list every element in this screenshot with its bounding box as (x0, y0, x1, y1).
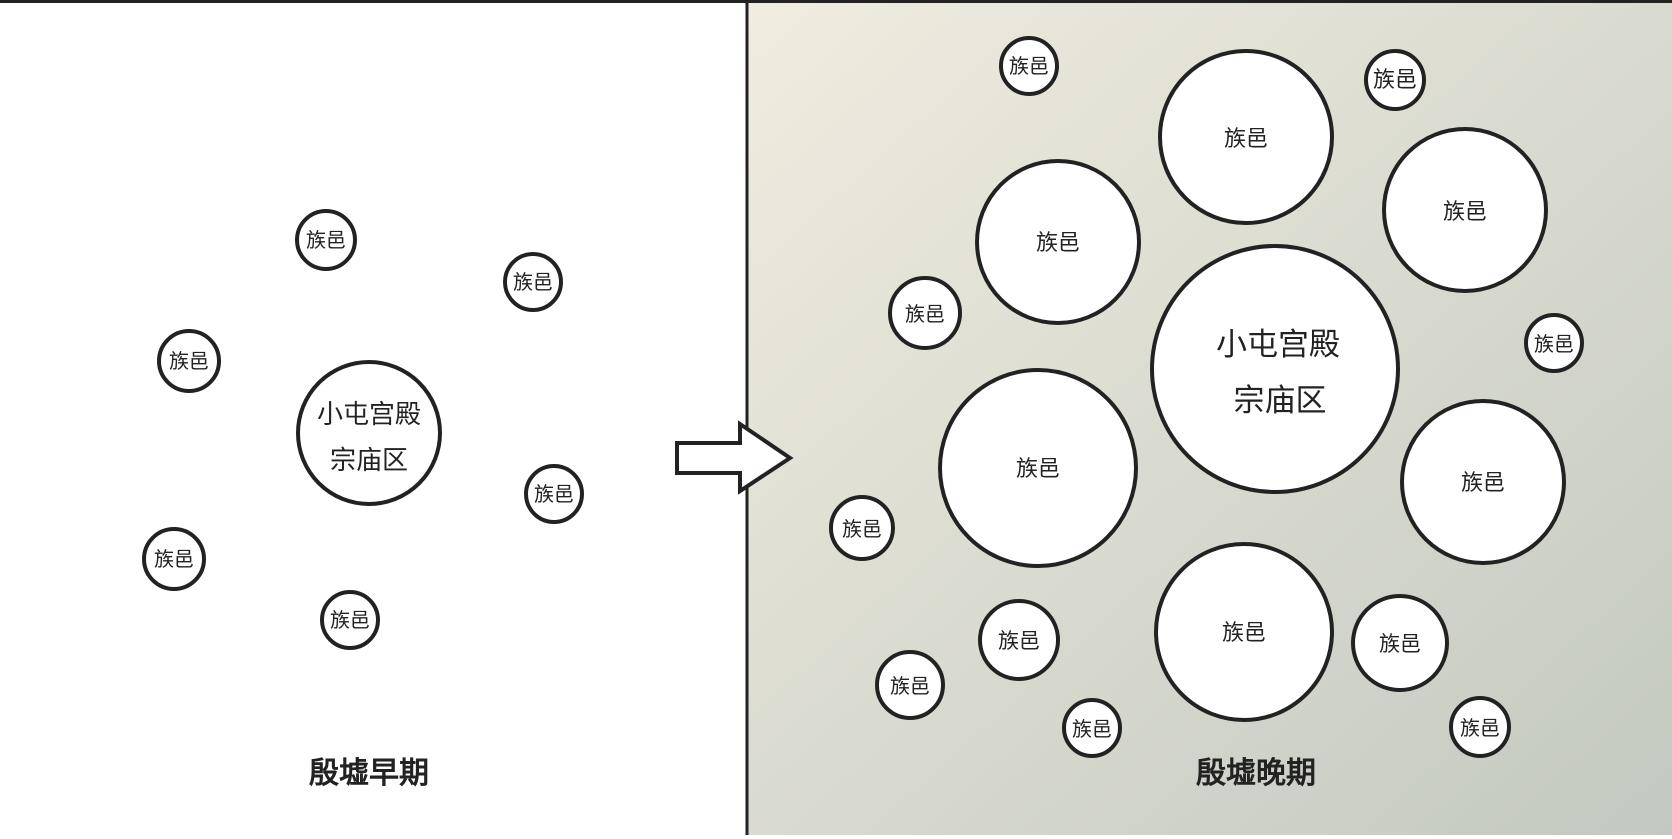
late-settlement-label: 族邑 (1224, 127, 1268, 152)
early-diagram: 小屯宫殿 宗庙区 族邑 族邑 族邑 族邑 族邑 族邑 殷墟早期 (142, 209, 584, 791)
late-settlement-label: 族邑 (842, 517, 882, 541)
early-settlement-node: 族邑 (524, 464, 584, 524)
early-settlement-node: 族邑 (503, 252, 563, 312)
late-settlement-node: 族邑 (829, 495, 895, 561)
late-settlement-label: 族邑 (1379, 632, 1421, 656)
late-settlement-node: 族邑 (1351, 594, 1449, 692)
early-center-label-line2: 宗庙区 (330, 446, 408, 476)
early-settlement-node: 族邑 (320, 590, 380, 650)
early-center-label-line1: 小屯宫殿 (317, 400, 421, 430)
late-settlement-node: 族邑 (1382, 127, 1548, 293)
late-settlement-label: 族邑 (1072, 717, 1112, 741)
late-settlement-node: 族邑 (978, 599, 1060, 681)
late-period-title: 殷墟晚期 (1196, 756, 1316, 791)
early-settlement-node: 族邑 (157, 329, 221, 393)
early-period-title: 殷墟早期 (309, 756, 429, 791)
development-diagram: 小屯宫殿 宗庙区 族邑 族邑 族邑 族邑 族邑 族邑 殷墟早期 (0, 3, 1672, 835)
late-settlement-label: 族邑 (1460, 716, 1500, 740)
late-settlement-node: 族邑 (1154, 542, 1334, 722)
late-settlement-node: 族邑 (1158, 49, 1334, 225)
late-settlement-node: 族邑 (938, 368, 1138, 568)
late-settlement-label: 族邑 (1534, 332, 1574, 356)
late-settlement-label: 族邑 (890, 674, 930, 698)
late-settlement-node: 族邑 (875, 650, 945, 720)
early-settlement-label: 族邑 (534, 482, 574, 506)
late-settlement-label: 族邑 (998, 629, 1040, 653)
late-diagram: 小屯宫殿 宗庙区 族邑 族邑 族邑 族邑 族邑 族邑 (829, 36, 1584, 791)
early-settlement-node: 族邑 (142, 527, 206, 591)
late-settlement-node: 族邑 (975, 159, 1141, 325)
early-settlement-label: 族邑 (154, 547, 194, 571)
late-settlement-label: 族邑 (1222, 621, 1266, 646)
early-settlement-label: 族邑 (330, 608, 370, 632)
late-settlement-node: 族邑 (1524, 313, 1584, 373)
late-settlement-node: 族邑 (999, 36, 1059, 96)
late-settlement-node: 族邑 (888, 276, 962, 350)
late-settlement-label: 族邑 (1443, 200, 1487, 225)
early-settlement-node: 族邑 (295, 209, 357, 271)
early-center-node: 小屯宫殿 宗庙区 (296, 360, 442, 506)
right-arrow-icon (675, 420, 794, 495)
early-settlement-label: 族邑 (513, 270, 553, 294)
late-settlement-node: 族邑 (1400, 399, 1566, 565)
late-settlement-node: 族邑 (1364, 49, 1426, 111)
early-settlement-label: 族邑 (306, 228, 346, 252)
late-settlement-node: 族邑 (1449, 696, 1511, 758)
late-center-label-line1: 小屯宫殿 (1216, 327, 1340, 363)
late-settlement-label: 族邑 (905, 302, 945, 326)
early-settlement-label: 族邑 (169, 349, 209, 373)
late-settlement-label: 族邑 (1016, 457, 1060, 482)
late-center-label-line2: 宗庙区 (1234, 383, 1327, 419)
late-settlement-label: 族邑 (1373, 68, 1417, 93)
late-settlement-node: 族邑 (1062, 698, 1122, 758)
late-settlement-label: 族邑 (1036, 231, 1080, 256)
late-settlement-label: 族邑 (1461, 471, 1505, 496)
late-center-node: 小屯宫殿 宗庙区 (1150, 244, 1400, 494)
late-settlement-label: 族邑 (1009, 54, 1049, 78)
